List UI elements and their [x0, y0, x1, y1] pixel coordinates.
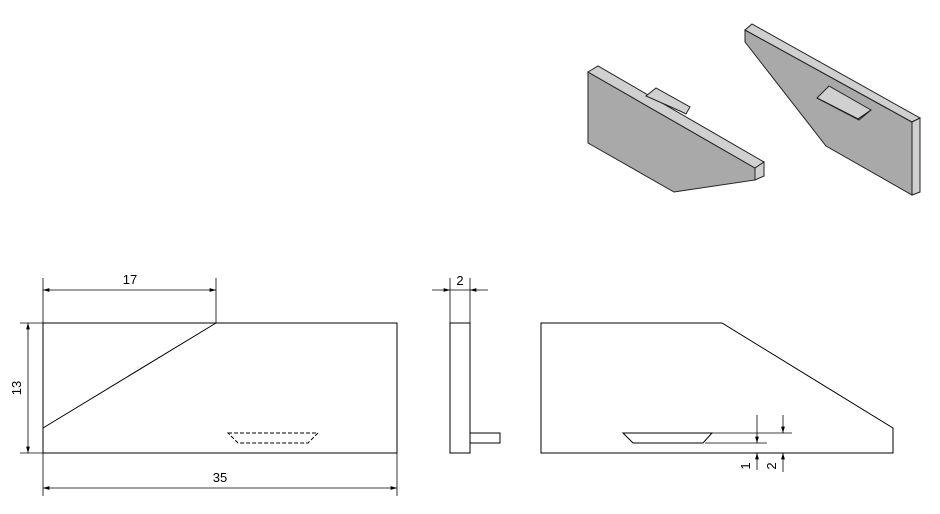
rear-view — [540, 322, 894, 454]
isometric-view-right-piece — [744, 23, 922, 196]
dimension-label: 35 — [213, 470, 227, 485]
side-view — [449, 322, 501, 454]
dimension-label: 2 — [764, 462, 779, 469]
dimension-13: 13 — [9, 322, 43, 454]
dimension-17: 17 — [42, 272, 217, 323]
dimension-tab-offsets: 1 2 — [705, 415, 792, 472]
dimension-label: 13 — [9, 381, 24, 395]
dimension-label: 17 — [123, 272, 137, 287]
dimension-35: 35 — [42, 453, 398, 496]
front-view — [42, 322, 398, 454]
dimension-label: 2 — [456, 273, 463, 288]
dimension-label: 1 — [738, 462, 753, 469]
dimension-2-thickness: 2 — [432, 273, 488, 323]
isometric-view-left-piece — [587, 65, 765, 193]
